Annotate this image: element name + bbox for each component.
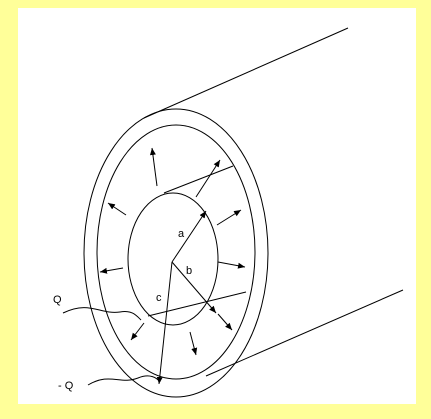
- cylinder-top-edge: [143, 27, 349, 119]
- field-arrow: [107, 202, 127, 216]
- radius-a-arrow: [171, 210, 207, 263]
- inner-charge-label: Q: [53, 294, 62, 306]
- gaussian-surface-bottom-line: [147, 291, 247, 317]
- field-arrow: [149, 147, 158, 187]
- radius-c-arrow: [156, 261, 173, 385]
- radius-b-arrow: [171, 261, 217, 314]
- inner-conductor-ellipse: [127, 192, 219, 326]
- outer-charge-label: - Q: [58, 380, 74, 392]
- field-arrow: [217, 261, 246, 269]
- white-panel: [18, 8, 416, 404]
- outer-shell-inner-ellipse: [96, 124, 256, 380]
- electric-field-arrows: [99, 147, 246, 356]
- field-arrow: [130, 322, 145, 341]
- field-arrow: [99, 267, 124, 274]
- field-arrow: [189, 331, 198, 356]
- field-arrow: [216, 209, 242, 226]
- cylinder-bottom-edge: [205, 289, 404, 377]
- radius-c-label: c: [156, 292, 162, 304]
- gaussian-surface-top-line: [163, 165, 234, 194]
- outer-charge-leader: [87, 375, 161, 386]
- field-arrow: [217, 313, 233, 331]
- field-arrow: [195, 159, 221, 198]
- radius-b-label: b: [186, 265, 192, 277]
- radius-arrows: [156, 210, 217, 385]
- inner-charge-leader: [62, 307, 142, 321]
- radius-a-label: a: [178, 228, 185, 240]
- outer-shell-outer-ellipse: [83, 108, 269, 398]
